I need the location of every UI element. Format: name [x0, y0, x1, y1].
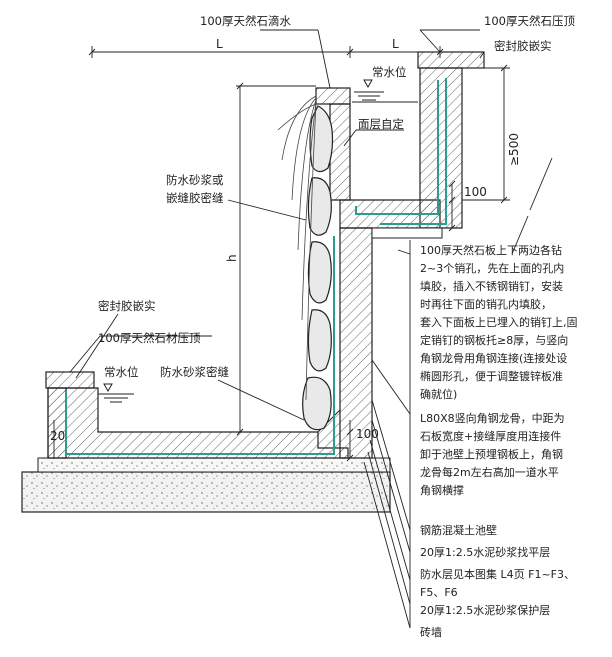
leaders: [69, 29, 485, 629]
waterfall-stone: [315, 87, 351, 105]
label-left-sealant: 密封胶嵌实: [98, 299, 156, 313]
label-dim-L-left: L: [216, 37, 223, 51]
note-angle-line: 卸于池壁上预埋钢板上，角钢: [420, 447, 563, 461]
note-angle-line: 石板宽度+接缝厚度用连接件: [420, 429, 561, 443]
layer-item: 钢筋混凝土池壁: [420, 523, 497, 537]
waterproof-layer: [65, 78, 447, 455]
note-main-line: 定销钉的钢板托≥8厚，与竖向: [420, 333, 568, 347]
left-coping: [45, 371, 95, 389]
water-symbols: [98, 79, 418, 403]
note-main: 100厚天然石板上下两边各钻 2~3个销孔，先在上面的孔内 填胶，插入不锈钢销钉…: [420, 243, 578, 401]
layer-item: 20厚1:2.5水泥砂浆找平层: [420, 545, 550, 559]
waterfall-spray: [277, 95, 317, 401]
label-mortar-or-sealant-1: 防水砂浆或: [166, 173, 224, 187]
label-upper-water-level: 常水位: [372, 65, 407, 79]
note-main-line: 2~3个销孔，先在上面的孔内: [420, 261, 564, 275]
left-low-wall: [47, 387, 67, 459]
label-mortar-or-sealant-2: 嵌缝胶密缝: [166, 191, 224, 205]
note-main-line: 套入下面板上已埋入的销钉上,固: [420, 315, 578, 329]
note-angle: L80X8竖向角钢龙骨，中距为 石板宽度+接缝厚度用连接件 卸于池壁上预埋钢板上…: [420, 411, 565, 497]
label-top-right-coping: 100厚天然石压顶: [484, 14, 575, 28]
label-dim-100-upper: 100: [464, 185, 487, 199]
label-finish-self-defined: 面层自定: [358, 117, 404, 131]
label-dim-20: 20: [50, 429, 65, 443]
stone-facing: [302, 105, 334, 431]
pool-structure: [47, 67, 463, 459]
note-angle-line: 角钢横撑: [420, 483, 464, 497]
note-main-line: 椭圆形孔，便于调整镀锌板准: [420, 369, 563, 383]
main-wall: [339, 227, 373, 459]
label-dim-100-lower: 100: [356, 427, 379, 441]
note-angle-line: L80X8竖向角钢龙骨，中距为: [420, 411, 565, 425]
note-main-line: 100厚天然石板上下两边各钻: [420, 243, 562, 257]
note-main-line: 角钢龙骨用角钢连接(连接处设: [420, 352, 567, 365]
label-dim-500: ≥500: [507, 133, 521, 166]
layer-item: 20厚1:2.5水泥砂浆保护层: [420, 603, 550, 617]
label-top-right-sealant: 密封胶嵌实: [494, 39, 552, 53]
label-lower-water-level: 常水位: [104, 365, 139, 379]
layer-item: 防水层见本图集 L4页 F1~F3、: [420, 567, 575, 581]
foundation: [21, 457, 391, 513]
layer-item: 砖墙: [420, 625, 442, 639]
label-top-waterfall: 100厚天然石滴水: [200, 14, 291, 28]
label-dim-L-right: L: [392, 37, 399, 51]
labels: 100厚天然石滴水 100厚天然石压顶 密封胶嵌实 L L 常水位 面层自定 ≥…: [50, 14, 578, 639]
label-left-coping: 100厚天然石材压顶: [98, 331, 201, 345]
upper-left-lip: [329, 103, 351, 201]
note-angle-line: 龙骨每2m左右高加一道水平: [420, 465, 559, 479]
layer-item: F5、F6: [420, 586, 458, 599]
note-main-line: 时再往下面的销孔内填胶，: [420, 297, 552, 311]
top-right-coping: [417, 51, 485, 69]
note-main-line: 确就位): [420, 387, 457, 401]
layers-list: 钢筋混凝土池壁 20厚1:2.5水泥砂浆找平层 防水层见本图集 L4页 F1~F…: [420, 523, 575, 639]
note-main-line: 填胶，插入不锈钢销钉，安装: [420, 279, 563, 293]
label-dim-h: h: [225, 254, 239, 262]
copings: [45, 51, 485, 389]
label-mortar-seal: 防水砂浆密缝: [160, 365, 229, 379]
upper-right-wall: [419, 67, 463, 229]
